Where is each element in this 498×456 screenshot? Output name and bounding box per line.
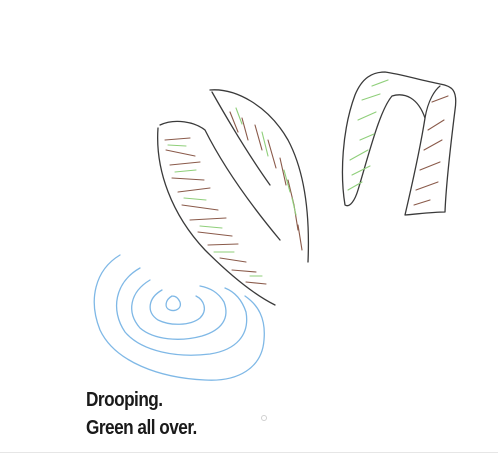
water-ripple: [93, 254, 265, 381]
ripple-fourth: [149, 289, 206, 325]
caption: Drooping. Green all over.: [86, 386, 197, 442]
caption-line-2: Green all over.: [86, 417, 197, 439]
bottom-divider: [0, 452, 498, 453]
ripple-outer: [93, 254, 265, 381]
ripple-third: [131, 279, 227, 340]
folded-leaf: [341, 71, 457, 216]
folded-leaf-outline: [341, 71, 457, 216]
drooping-leaf: [157, 89, 310, 306]
ripple-second: [115, 267, 248, 356]
drooping-leaf-outline: [157, 89, 310, 306]
caption-line-1: Drooping.: [86, 389, 163, 411]
stray-dot: [261, 415, 267, 421]
ripple-center: [165, 295, 182, 312]
